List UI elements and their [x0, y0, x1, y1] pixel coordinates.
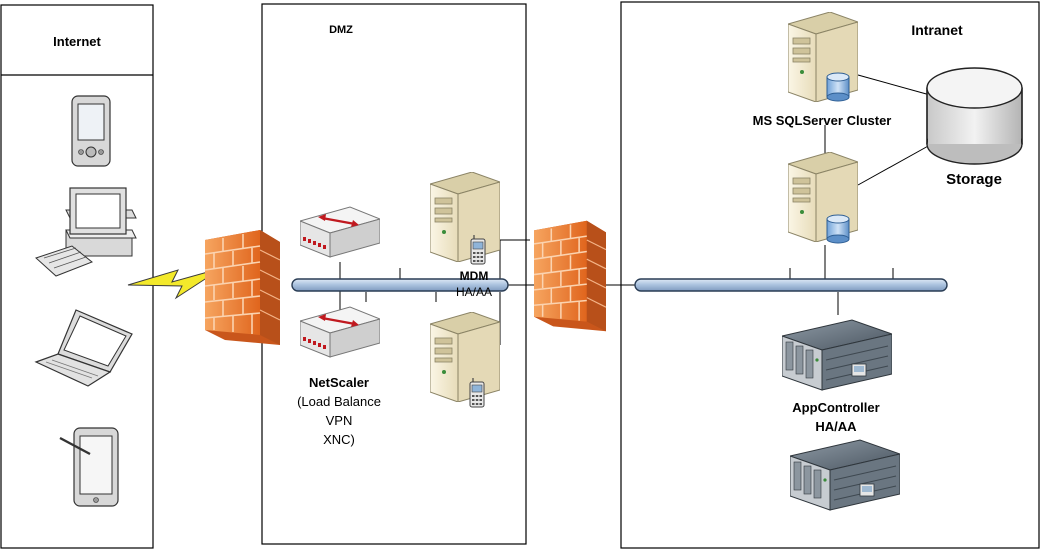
storage-icon — [926, 67, 1023, 165]
internet-zone-title: Internet — [53, 34, 101, 49]
sql-db-secondary-icon — [826, 214, 850, 244]
intranet-firewall-icon — [534, 220, 606, 332]
mdm-server-primary-icon — [430, 172, 500, 262]
sql-cluster-label: MS SQLServer Cluster — [753, 113, 892, 128]
mdm-label: MDM — [460, 269, 489, 283]
mdm-phone-secondary-icon — [469, 378, 485, 408]
appcontroller-secondary-icon — [790, 439, 900, 511]
mdm-phone-primary-icon — [470, 235, 486, 265]
internet-firewall-icon — [205, 230, 280, 345]
intranet-zone: Intranet — [620, 1, 1040, 549]
mdm-ha-label: HA/AA — [456, 285, 492, 299]
netscaler-primary-icon — [300, 205, 380, 259]
storage-label: Storage — [946, 171, 1002, 188]
netscaler-desc-line3: XNC) — [323, 432, 355, 447]
internet-zone: Internet — [0, 4, 154, 549]
appcontroller-primary-icon — [782, 319, 892, 391]
intranet-network-bus — [634, 278, 948, 292]
dmz-network-bus — [291, 278, 509, 292]
dmz-zone-title: DMZ — [329, 24, 353, 36]
netscaler-label: NetScaler — [309, 375, 369, 390]
sql-db-primary-icon — [826, 72, 850, 102]
tablet-icon — [59, 427, 119, 507]
intranet-zone-title: Intranet — [911, 22, 963, 38]
netscaler-desc-line1: (Load Balance — [297, 394, 381, 409]
desktop-computer-icon — [35, 187, 137, 277]
laptop-icon — [34, 309, 133, 387]
appcontroller-label: AppController — [792, 400, 879, 415]
netscaler-desc-line2: VPN — [326, 413, 353, 428]
netscaler-secondary-icon — [300, 305, 380, 359]
appcontroller-ha-label: HA/AA — [815, 419, 857, 434]
mdm-server-secondary-icon — [430, 312, 500, 402]
pda-icon — [71, 95, 111, 167]
